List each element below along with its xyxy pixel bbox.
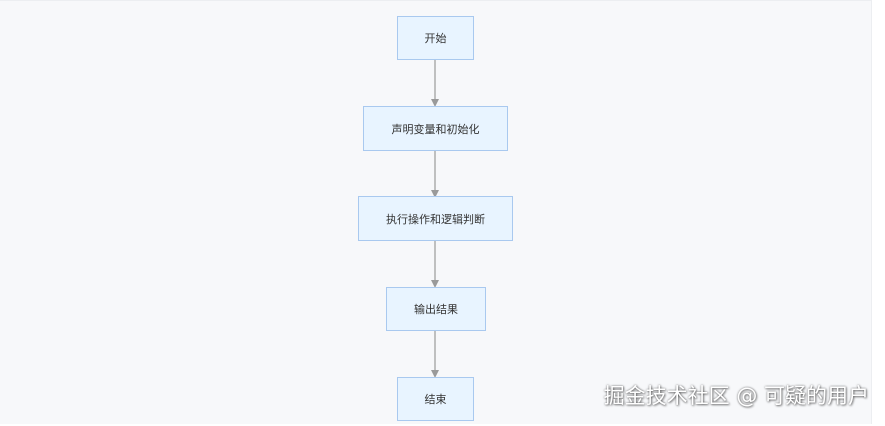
- node-start-label: 开始: [424, 32, 447, 45]
- watermark: 掘金技术社区 @ 可疑的用户: [603, 384, 869, 408]
- node-declare-label: 声明变量和初始化: [391, 122, 480, 136]
- node-end-label: 结束: [424, 393, 447, 406]
- node-output: 输出结果: [386, 287, 486, 331]
- node-start: 开始: [397, 16, 474, 60]
- node-declare: 声明变量和初始化: [363, 106, 508, 151]
- node-output-label: 输出结果: [414, 303, 458, 316]
- node-execute: 执行操作和逻辑判断: [358, 196, 513, 241]
- node-end: 结束: [397, 377, 474, 421]
- node-execute-label: 执行操作和逻辑判断: [386, 212, 485, 226]
